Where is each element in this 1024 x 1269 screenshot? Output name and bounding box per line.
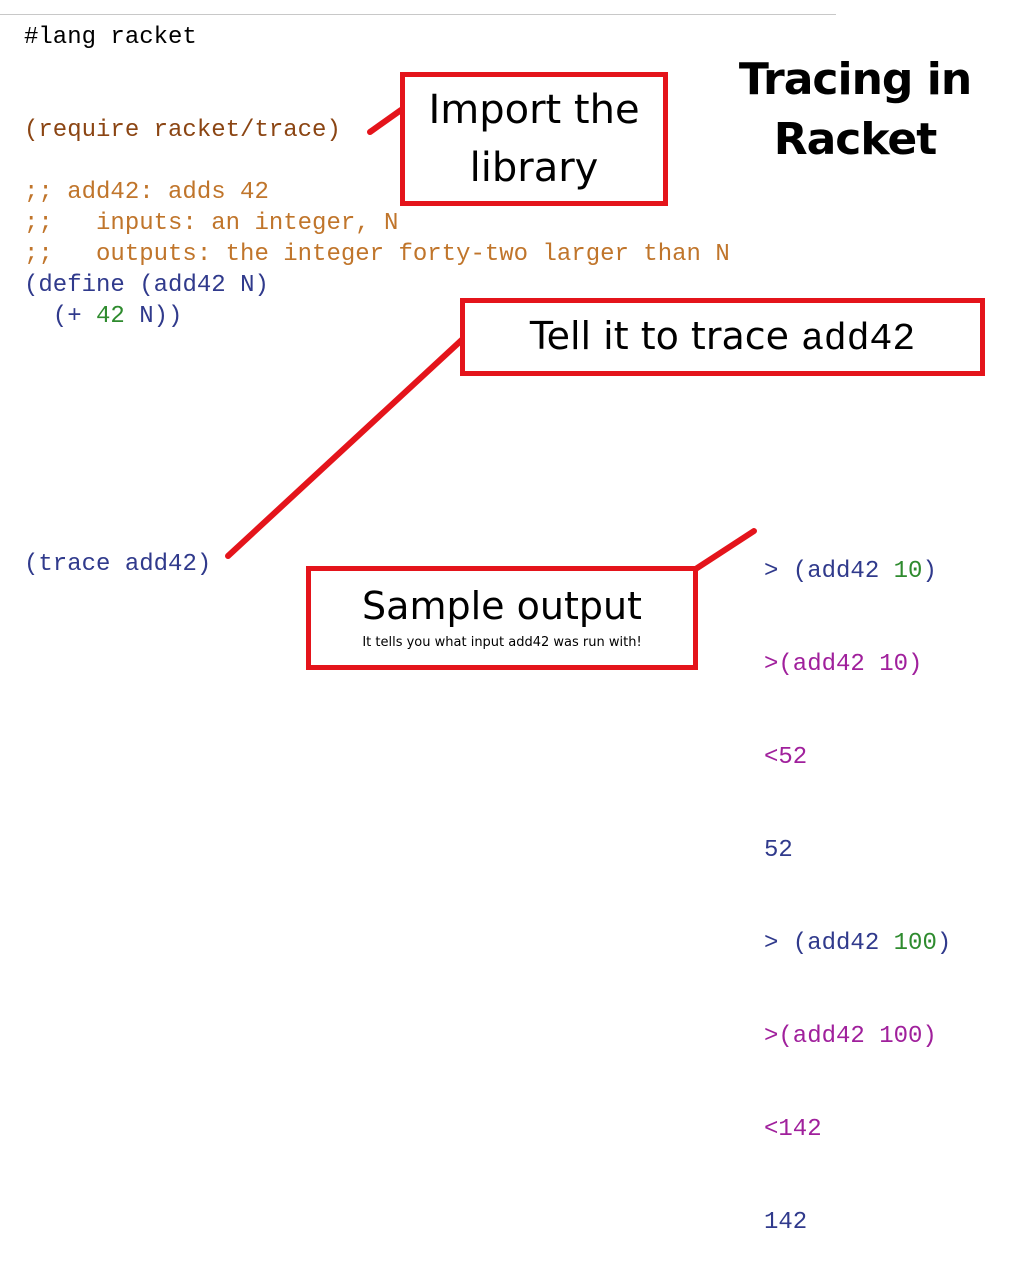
output-line: > (add42 100) — [764, 930, 952, 957]
code-token: ( — [24, 303, 68, 330]
callout-import-library: Import the library — [400, 72, 668, 206]
output-line: >(add42 100) — [764, 1023, 937, 1050]
trace-output: > (add42 10) >(add42 10) <52 52 > (add42… — [764, 494, 951, 1269]
code-line-body: (+ 42 N)) — [24, 301, 183, 332]
callout-trace-code: add42 — [801, 318, 916, 361]
code-token: N — [139, 303, 154, 330]
code-token: )) — [153, 303, 183, 330]
code-comment-1: ;; add42: adds 42 — [24, 179, 269, 206]
output-line: >(add42 10) — [764, 651, 923, 678]
code-line-define: (define (add42 N) — [24, 270, 269, 301]
callout-trace-add42: Tell it to trace add42 — [460, 298, 985, 376]
code-token: ) — [196, 551, 212, 578]
code-token: add42 — [124, 551, 197, 578]
code-token: define — [38, 272, 125, 299]
callout-import-line1: Import the — [428, 87, 640, 133]
output-line: <142 — [764, 1116, 822, 1143]
code-token: add42 — [153, 272, 226, 299]
code-token: ) — [254, 272, 269, 299]
output-line: 52 — [764, 837, 793, 864]
callout-sample-main: Sample output — [362, 584, 642, 628]
code-token: N — [240, 272, 255, 299]
code-line-trace: (trace add42) — [24, 549, 211, 580]
code-comment-3: ;; outputs: the integer forty-two larger… — [24, 241, 730, 268]
code-token: (require — [24, 117, 154, 144]
output-line: <52 — [764, 744, 808, 771]
callout-sample-sub: It tells you what input add42 was run wi… — [362, 635, 642, 650]
code-token: ( — [24, 551, 39, 578]
callout-import-line2: library — [469, 145, 599, 191]
output-line: > (add42 10) — [764, 558, 937, 585]
code-token: + — [67, 303, 82, 330]
code-comment-2: ;; inputs: an integer, N — [24, 210, 399, 237]
slide-title: Tracing in Racket — [700, 50, 1010, 170]
top-rule — [0, 14, 836, 15]
code-token: ( — [24, 272, 39, 299]
connector-import — [367, 107, 404, 135]
connector-trace — [225, 333, 469, 559]
code-token: ) — [326, 117, 341, 144]
code-number: 42 — [96, 303, 125, 330]
code-token: trace — [38, 551, 111, 578]
code-line-lang: #lang racket — [24, 24, 197, 51]
code-line-require: (require racket/trace) — [24, 115, 341, 146]
slide-title-line2: Racket — [773, 114, 938, 165]
output-line: 142 — [764, 1209, 808, 1236]
code-token: racket/trace — [153, 117, 327, 144]
slide-title-line1: Tracing in — [738, 54, 972, 105]
callout-trace-text: Tell it to trace — [529, 314, 802, 358]
code-token: ( — [124, 272, 154, 299]
callout-sample-output: Sample output It tells you what input ad… — [306, 566, 698, 670]
